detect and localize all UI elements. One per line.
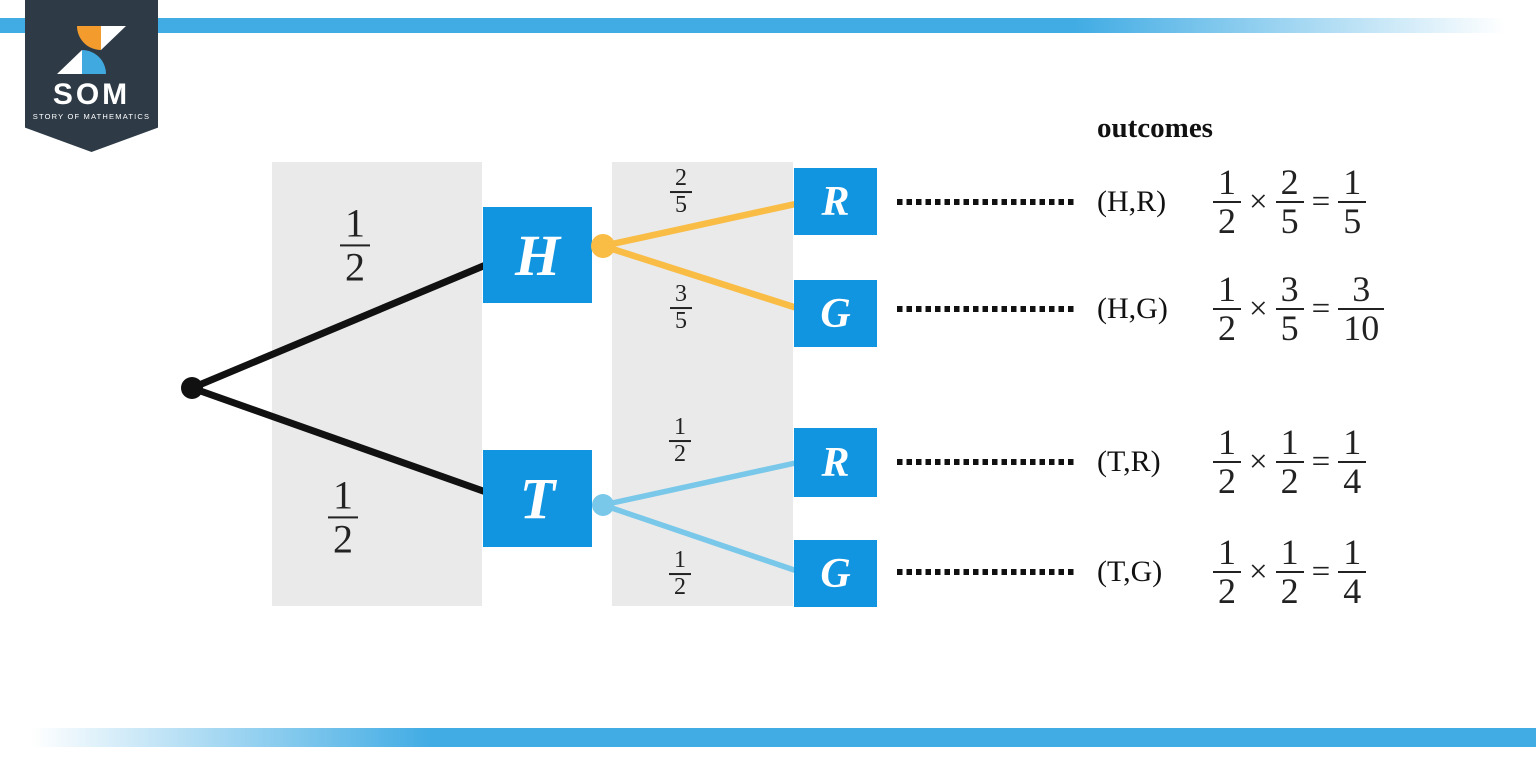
stage1-probability-band (272, 162, 482, 606)
equals-sign: = (1311, 553, 1331, 590)
probability-fraction-tails: 1 2 (328, 474, 358, 559)
times-sign: × (1249, 290, 1268, 327)
times-sign: × (1249, 183, 1268, 220)
dotted-connector (897, 199, 1077, 205)
equals-sign: = (1311, 183, 1331, 220)
probability-fraction-h-green: 3 5 (670, 282, 692, 334)
branch-h-r (599, 199, 804, 250)
probability-fraction-h-red: 2 5 (670, 166, 692, 218)
outcomes-header: outcomes (1097, 112, 1213, 144)
heads-node-dot (591, 234, 615, 258)
root-node-dot (181, 377, 203, 399)
outcome-pair-label: (T,G) (1097, 555, 1163, 588)
probability-fraction-t-green: 1 2 (669, 548, 691, 600)
node-box-h-red: R (794, 168, 877, 235)
times-sign: × (1249, 443, 1268, 480)
outcome-pair-label: (T,R) (1097, 445, 1161, 478)
dotted-connector (897, 306, 1077, 312)
dotted-connector (897, 569, 1077, 575)
outcome-pair-label: (H,G) (1097, 292, 1168, 325)
node-box-t-green: G (794, 540, 877, 607)
logo-tagline-text: STORY OF MATHEMATICS (32, 112, 151, 121)
node-box-tails: T (483, 450, 592, 547)
times-sign: × (1249, 553, 1268, 590)
equals-sign: = (1311, 290, 1331, 327)
node-box-heads: H (483, 207, 592, 303)
branch-t-g (600, 502, 803, 575)
branch-root-t (188, 384, 504, 501)
branch-h-g (599, 242, 804, 313)
node-box-h-green: G (794, 280, 877, 347)
tails-node-dot (592, 494, 614, 516)
branch-t-r (600, 459, 803, 508)
dotted-connector (897, 459, 1077, 465)
probability-fraction-heads: 1 2 (340, 202, 370, 287)
node-box-t-red: R (794, 428, 877, 497)
logo-brand-text: SOM (52, 78, 131, 111)
equals-sign: = (1311, 443, 1331, 480)
bottom-accent-stripe (0, 728, 1536, 747)
probability-fraction-t-red: 1 2 (669, 415, 691, 467)
top-accent-stripe (0, 18, 1536, 33)
som-logo-icon (56, 26, 126, 74)
branch-root-h (188, 255, 504, 392)
outcome-pair-label: (H,R) (1097, 185, 1167, 218)
som-logo-banner: SOM STORY OF MATHEMATICS (25, 0, 158, 152)
